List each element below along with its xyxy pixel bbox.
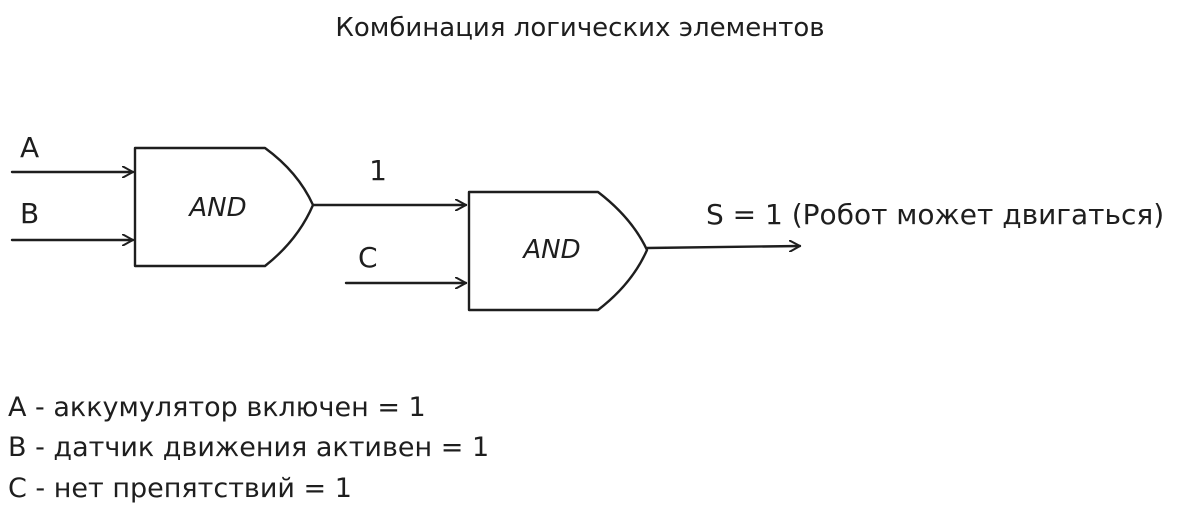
input-label-b: B — [20, 197, 39, 230]
diagram-title: Комбинация логических элементов — [335, 13, 824, 43]
input-label-a: A — [20, 131, 39, 164]
and-gate-1-label: AND — [187, 193, 246, 223]
intermediate-value: 1 — [369, 154, 387, 187]
legend-item-a: A - аккумулятор включен = 1 — [8, 392, 426, 423]
legend-item-b: B - датчик движения активен = 1 — [8, 432, 489, 463]
and-gate-1: AND — [133, 146, 315, 268]
wire-output — [645, 246, 802, 248]
input-label-c: C — [358, 241, 378, 274]
and-gate-2-label: AND — [521, 235, 580, 265]
output-label: S = 1 (Робот может двигаться) — [706, 198, 1164, 231]
and-gate-2: AND — [467, 190, 649, 312]
legend-item-c: C - нет препятствий = 1 — [8, 473, 352, 504]
legend: A - аккумулятор включен = 1 B - датчик д… — [8, 392, 489, 504]
